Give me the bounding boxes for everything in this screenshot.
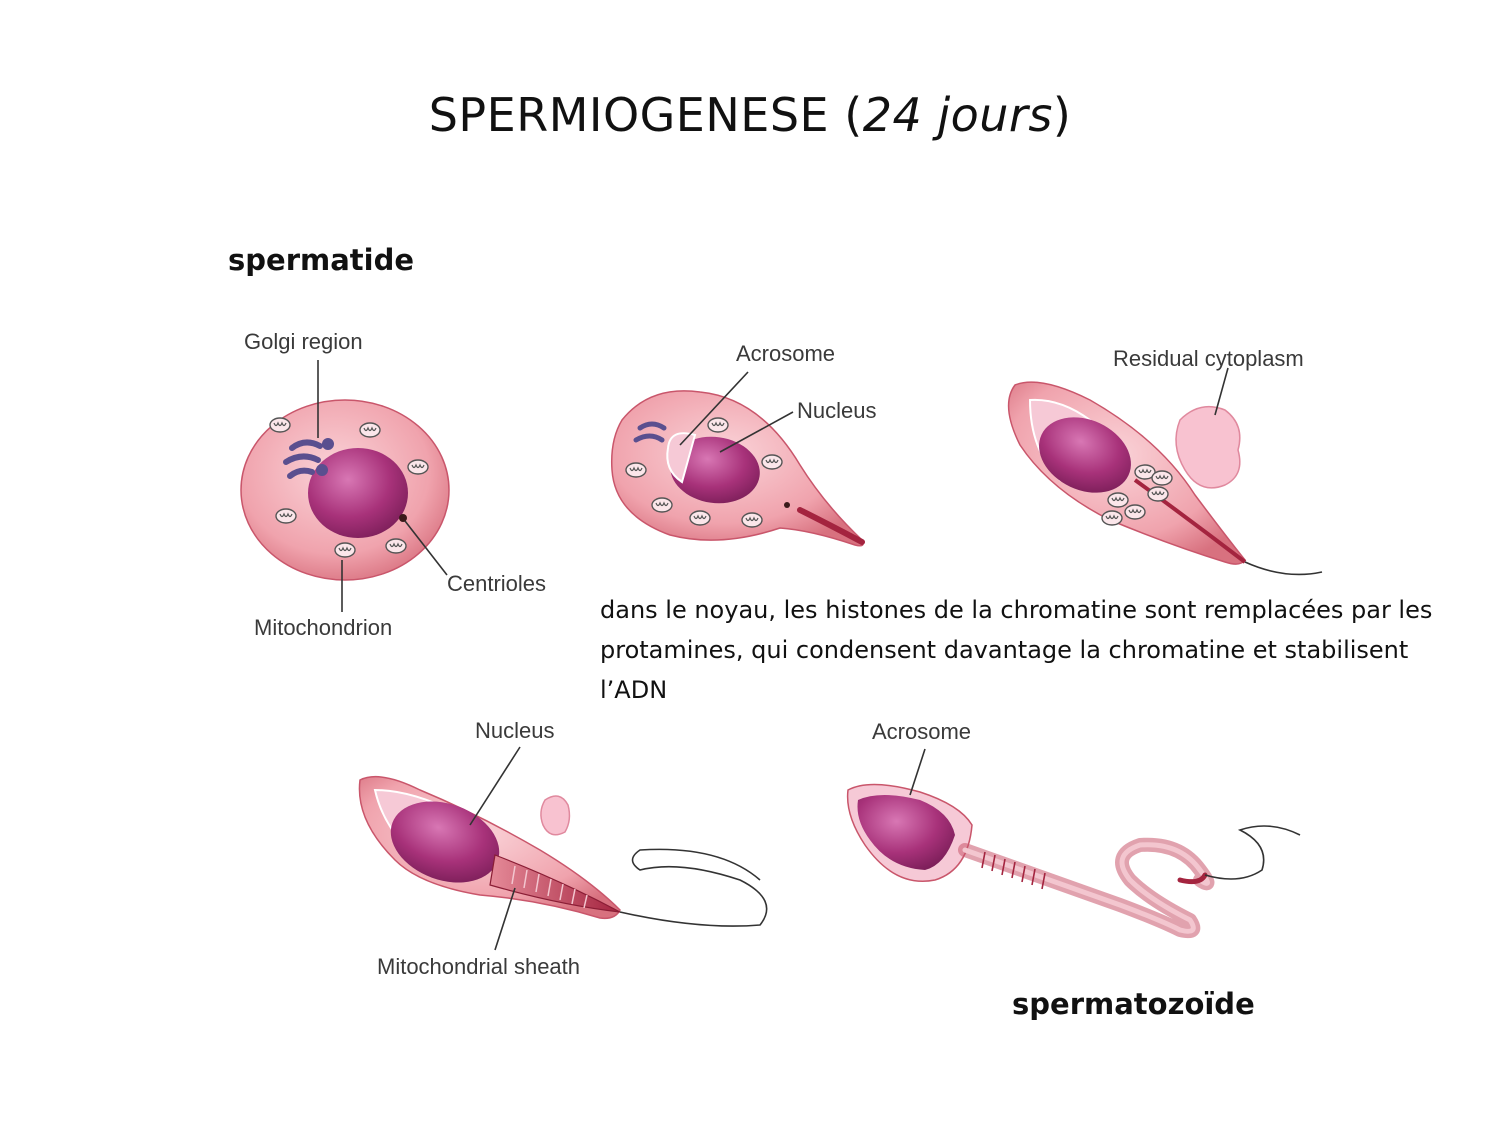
label-mitochondrion: Mitochondrion (254, 615, 392, 640)
elongating-spermatid-late (1007, 381, 1323, 576)
title-end: ) (1052, 88, 1072, 142)
description-text: dans le noyau, les histones de la chroma… (600, 596, 1433, 704)
maturing-spermatid (358, 775, 768, 927)
elongating-spermatid-early (610, 390, 865, 547)
title-italic: 24 jours (862, 88, 1053, 142)
label-golgi-region: Golgi region (244, 329, 363, 354)
residual-cytoplasm-blob (1175, 405, 1241, 489)
midpiece-rings (981, 851, 1046, 890)
title-main: SPERMIOGENESE ( (428, 88, 863, 142)
label-centrioles: Centrioles (447, 571, 546, 596)
mitochondrial-sheath-rings (511, 865, 588, 909)
heading-spermatozoon: spermatozoïde (1012, 987, 1255, 1021)
label-mitochondrial-sheath: Mitochondrial sheath (377, 954, 580, 979)
spermatozoon (846, 783, 1301, 939)
slide-title: SPERMIOGENESE (24 jours) (0, 88, 1500, 142)
label-acrosome-1: Acrosome (736, 341, 835, 366)
heading-spermatid: spermatide (228, 243, 415, 277)
golgi-apparatus (283, 438, 334, 479)
label-residual-cytoplasm: Residual cytoplasm (1113, 346, 1304, 371)
spermatid-cell (240, 399, 450, 581)
label-nucleus-2: Nucleus (475, 718, 554, 743)
label-nucleus-1: Nucleus (797, 398, 876, 423)
centrioles-dot (399, 514, 407, 522)
label-acrosome-2: Acrosome (872, 719, 971, 744)
